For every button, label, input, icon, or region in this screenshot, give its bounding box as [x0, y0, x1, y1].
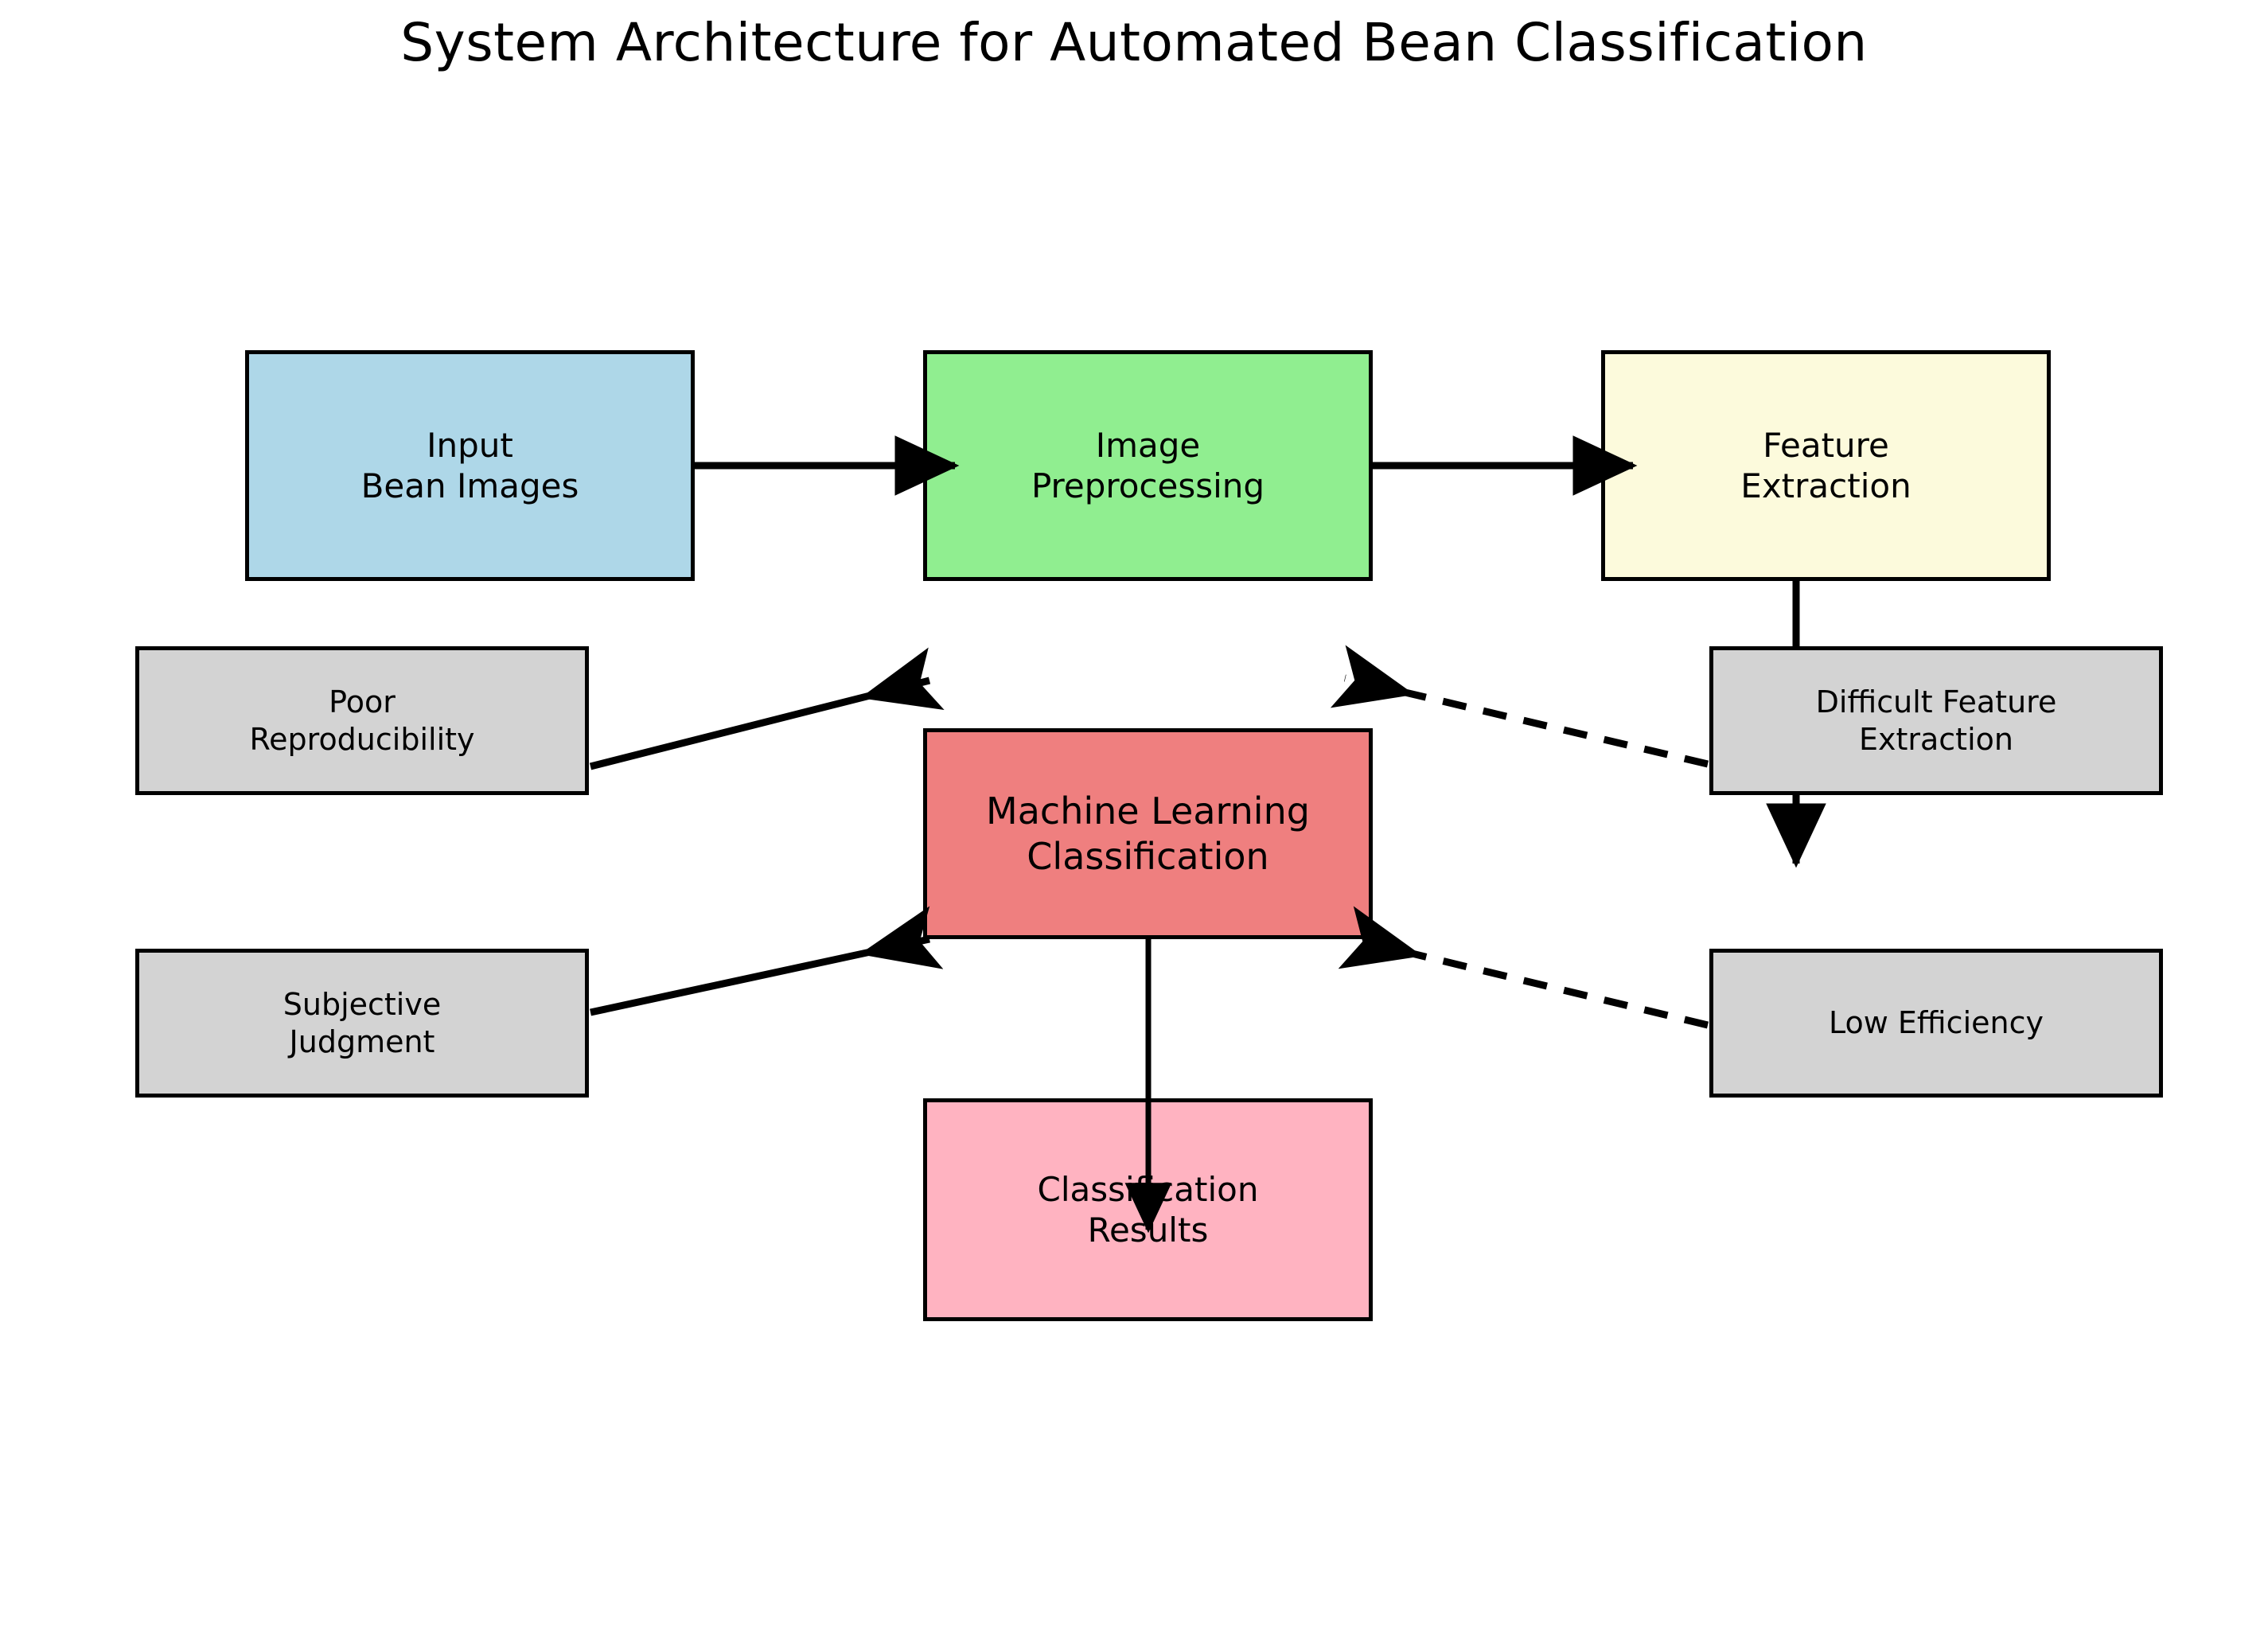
- node-machine-learning-classification[interactable]: Machine Learning Classification: [923, 728, 1373, 939]
- node-difficult-feature-extraction[interactable]: Difficult Feature Extraction: [1709, 646, 2163, 795]
- node-input-bean-images-label: Input Bean Images: [360, 425, 579, 505]
- page-title: System Architecture for Automated Bean C…: [400, 12, 1868, 73]
- node-image-preprocessing[interactable]: Image Preprocessing: [923, 350, 1373, 581]
- edge-poor-reproducibility-to-classification: [589, 647, 945, 770]
- node-classification-results[interactable]: Classification Results: [923, 1098, 1373, 1321]
- node-low-efficiency[interactable]: Low Efficiency: [1709, 949, 2163, 1098]
- edge-difficult-feature-extraction-to-classification: [1330, 645, 1709, 768]
- node-poor-reproducibility-label: Poor Reproducibility: [249, 684, 475, 757]
- node-feature-extraction-label: Feature Extraction: [1740, 425, 1911, 505]
- node-feature-extraction[interactable]: Feature Extraction: [1601, 350, 2051, 581]
- node-difficult-feature-extraction-label: Difficult Feature Extraction: [1815, 684, 2057, 757]
- node-input-bean-images[interactable]: Input Bean Images: [245, 350, 695, 581]
- node-machine-learning-classification-label: Machine Learning Classification: [986, 790, 1310, 878]
- node-subjective-judgment-label: Subjective Judgment: [283, 987, 442, 1059]
- node-low-efficiency-label: Low Efficiency: [1829, 1005, 2044, 1041]
- node-image-preprocessing-label: Image Preprocessing: [1031, 425, 1265, 505]
- node-classification-results-label: Classification Results: [1037, 1169, 1259, 1250]
- node-subjective-judgment[interactable]: Subjective Judgment: [135, 949, 589, 1098]
- node-poor-reproducibility[interactable]: Poor Reproducibility: [135, 646, 589, 795]
- edge-subjective-judgment-to-classification: [590, 906, 944, 1016]
- edge-low-efficiency-to-classification: [1338, 906, 1709, 1029]
